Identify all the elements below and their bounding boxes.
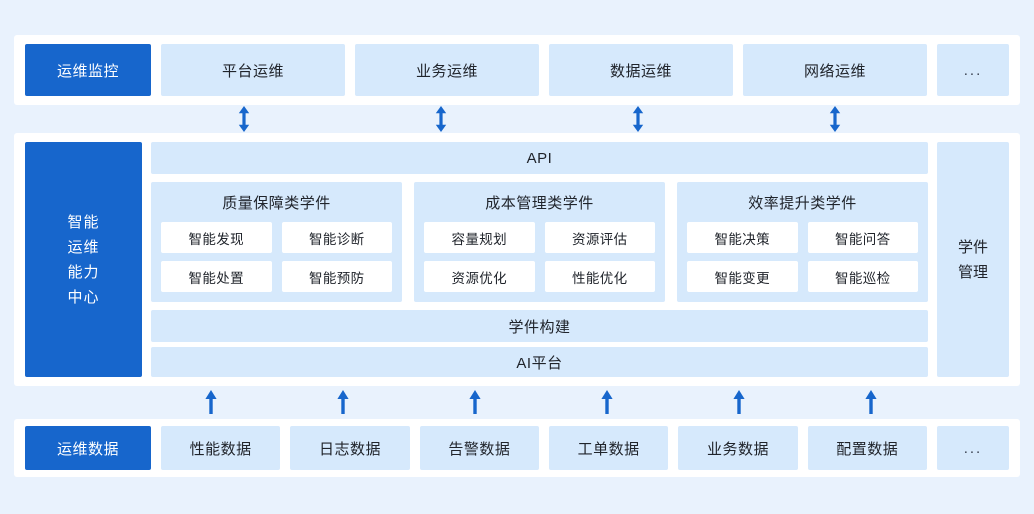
ops-data-lead-label[interactable]: 运维数据 <box>25 426 151 470</box>
up-arrow-icon <box>730 389 748 417</box>
group-quality-assurance: 质量保障类学件 智能发现 智能诊断 智能处置 智能预防 <box>151 182 402 302</box>
ops-data-more-ellipsis[interactable]: ... <box>936 426 1009 470</box>
ops-data-item-alarm[interactable]: 告警数据 <box>419 426 539 470</box>
tile-intelligent-remediation[interactable]: 智能处置 <box>161 261 272 292</box>
learnware-management-panel[interactable]: 学件 管理 <box>937 142 1009 377</box>
group-quality-assurance-tiles: 智能发现 智能诊断 智能处置 智能预防 <box>161 222 392 292</box>
ops-monitoring-item-data[interactable]: 数据运维 <box>549 44 733 96</box>
ops-data-item-ticket[interactable]: 工单数据 <box>548 426 669 470</box>
ops-monitoring-item-network[interactable]: 网络运维 <box>743 44 927 96</box>
up-arrow-icon <box>466 389 484 417</box>
aiops-capability-center-body: API 质量保障类学件 智能发现 智能诊断 智能处置 智能预防 成本管理类学件 … <box>151 142 928 377</box>
group-efficiency-improvement-tiles: 智能决策 智能问答 智能变更 智能巡检 <box>687 222 918 292</box>
api-band: API <box>151 142 928 174</box>
double-headed-vertical-arrow-icon <box>432 105 450 133</box>
tile-intelligent-inspection[interactable]: 智能巡检 <box>807 261 918 292</box>
tile-performance-optimization[interactable]: 性能优化 <box>544 261 655 292</box>
double-headed-vertical-arrow-icon <box>826 105 844 133</box>
bottom-connector-arrows <box>14 389 1020 415</box>
aiops-capability-center-section: 智能 运维 能力 中心 API 质量保障类学件 智能发现 智能诊断 智能处置 智… <box>14 133 1020 386</box>
learnware-groups: 质量保障类学件 智能发现 智能诊断 智能处置 智能预防 成本管理类学件 容量规划… <box>151 182 928 302</box>
top-connector-arrows <box>14 105 1020 133</box>
learnware-construction-band: 学件构建 <box>151 310 928 342</box>
tile-intelligent-qa[interactable]: 智能问答 <box>807 222 918 253</box>
group-efficiency-improvement: 效率提升类学件 智能决策 智能问答 智能变更 智能巡检 <box>677 182 928 302</box>
ops-monitoring-more-ellipsis[interactable]: ... <box>937 44 1009 96</box>
group-quality-assurance-title: 质量保障类学件 <box>222 195 331 212</box>
aiops-capability-center-title-panel: 智能 运维 能力 中心 <box>25 142 142 377</box>
ops-monitoring-item-platform[interactable]: 平台运维 <box>161 44 345 96</box>
ops-data-row: 运维数据 性能数据 日志数据 告警数据 工单数据 业务数据 配置数据 ... <box>14 419 1020 477</box>
ops-data-item-log[interactable]: 日志数据 <box>290 426 410 470</box>
ops-monitoring-row-items: 运维监控 平台运维 业务运维 数据运维 网络运维 ... <box>25 44 1009 96</box>
tile-intelligent-decision[interactable]: 智能决策 <box>687 222 798 253</box>
ops-monitoring-row: 运维监控 平台运维 业务运维 数据运维 网络运维 ... <box>14 35 1020 105</box>
double-headed-vertical-arrow-icon <box>629 105 647 133</box>
tile-intelligent-change[interactable]: 智能变更 <box>687 261 798 292</box>
ops-data-row-items: 运维数据 性能数据 日志数据 告警数据 工单数据 业务数据 配置数据 ... <box>25 426 1009 470</box>
ops-data-item-configuration[interactable]: 配置数据 <box>807 426 927 470</box>
tile-capacity-planning[interactable]: 容量规划 <box>424 222 535 253</box>
ops-data-item-business[interactable]: 业务数据 <box>678 426 798 470</box>
up-arrow-icon <box>598 389 616 417</box>
tile-intelligent-prevention[interactable]: 智能预防 <box>281 261 392 292</box>
group-efficiency-improvement-title: 效率提升类学件 <box>748 195 857 212</box>
ops-data-item-performance[interactable]: 性能数据 <box>161 426 281 470</box>
ai-platform-band: AI平台 <box>151 347 928 377</box>
ops-monitoring-lead-label[interactable]: 运维监控 <box>25 44 151 96</box>
tile-intelligent-discovery[interactable]: 智能发现 <box>161 222 272 253</box>
up-arrow-icon <box>862 389 880 417</box>
up-arrow-icon <box>202 389 220 417</box>
group-cost-management-tiles: 容量规划 资源评估 资源优化 性能优化 <box>424 222 655 292</box>
up-arrow-icon <box>334 389 352 417</box>
tile-intelligent-diagnosis[interactable]: 智能诊断 <box>281 222 392 253</box>
group-cost-management: 成本管理类学件 容量规划 资源评估 资源优化 性能优化 <box>414 182 665 302</box>
ops-monitoring-item-business[interactable]: 业务运维 <box>355 44 539 96</box>
group-cost-management-title: 成本管理类学件 <box>485 195 594 212</box>
double-headed-vertical-arrow-icon <box>235 105 253 133</box>
tile-resource-optimization[interactable]: 资源优化 <box>424 261 535 292</box>
tile-resource-assessment[interactable]: 资源评估 <box>544 222 655 253</box>
